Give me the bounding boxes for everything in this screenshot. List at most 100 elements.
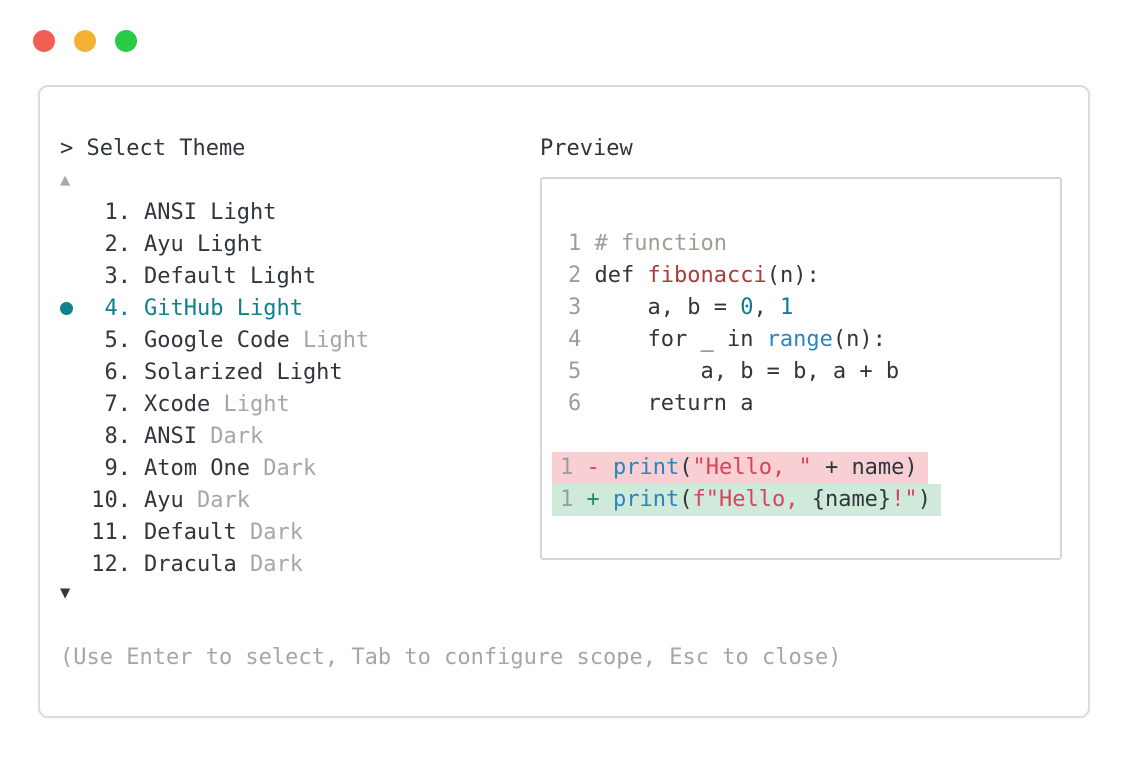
line-number: 1 [560,487,587,512]
theme-item-label: Default Light [144,263,317,289]
code-line: 2 def fibonacci(n): [568,260,1060,292]
theme-list-item[interactable]: 5.Google Code Light [60,324,370,356]
code-token: print [613,455,680,480]
theme-list-item[interactable]: 8. ANSI Dark [60,420,369,452]
code-token: 0 [740,295,754,320]
theme-item-label: ANSI Light [144,199,277,225]
footer-hint: (Use Enter to select, Tab to configure s… [60,645,842,670]
theme-item-label: Ayu Light [144,231,264,257]
theme-item-number: 5. [104,327,132,353]
theme-item-variant-label: Dark [249,519,303,545]
code-token: !" [891,487,918,512]
close-button[interactable] [33,30,55,52]
theme-item-number: 9. [104,455,132,481]
diff-row: 1 - print("Hello, " + name) [552,452,1060,484]
theme-item-variant-label: Light [302,327,370,353]
theme-list-item[interactable]: 1. ANSI Light [60,196,369,228]
theme-list-item[interactable]: 9.Atom One Dark [60,452,369,484]
theme-item-number: 11. [91,519,131,545]
code-token: , [753,295,780,320]
theme-list-item[interactable]: 3. Default Light [60,260,369,292]
selected-dot-icon [60,301,73,315]
theme-item-number: 6. [104,359,132,385]
code-token: ( [679,455,693,480]
line-number: 5 [568,359,595,384]
line-number: 1 [568,231,595,256]
code-line: 3 a, b = 0, 1 [568,292,1060,324]
code-token: f"Hello, [692,487,812,512]
theme-item-variant-label: Light [223,391,290,417]
theme-item-label: ANSI Dark [144,423,264,449]
theme-item-number: 10. [91,487,131,513]
theme-list: 1. ANSI Light 2. Ayu Light 3. Default Light 4.… [60,196,369,580]
theme-item-label: Dracula Dark [144,551,303,577]
theme-list-item[interactable]: 12. Dracula Dark [60,548,369,580]
code-token: 1 [779,295,794,320]
code-token: + name) [811,455,918,480]
code-token: ( [679,487,693,512]
code-token: return a [594,391,754,416]
theme-item-number: 3. [104,263,132,289]
code-token: for _ in [594,327,767,352]
code-token: a, b = [594,295,741,320]
theme-item-number: 4. [104,295,132,321]
theme-item-label: Ayu Dark [144,487,250,513]
theme-item-label: GitHub Light [144,295,303,321]
theme-item-variant-label: Dark [196,487,250,513]
theme-picker-window: > Select Theme ▲ 1. ANSI Light 2. Ayu Light… [38,85,1090,718]
theme-item-label: Xcode Light [144,391,290,417]
scroll-down-indicator-icon[interactable]: ▼ [60,583,71,603]
window-controls [33,30,137,52]
code-token: (n): [766,263,820,288]
code-line: 4 for _ in range(n): [568,324,1060,356]
code-token: {name} [811,487,892,512]
code-token: # function [594,231,727,256]
theme-item-number: 1. [104,199,132,225]
theme-list-item[interactable]: 10. Ayu Dark [60,484,369,516]
theme-item-variant-label: Dark [263,455,317,481]
selection-indicator-slot [60,301,90,315]
code-line: 1 # function [568,228,1060,260]
code-token: (n): [832,327,886,352]
code-token: print [613,487,680,512]
code-line: 5 a, b = b, a + b [568,356,1060,388]
theme-item-number: 7. [104,391,132,417]
code-token: def [594,263,648,288]
theme-list-item[interactable]: 6. Solarized Light [60,356,369,388]
code-line: 6 return a [568,388,1060,420]
code-token: + [586,487,613,512]
theme-item-variant-label: Dark [249,551,303,577]
code-token: "Hello, " [692,455,812,480]
line-number: 4 [568,327,595,352]
theme-item-label: Solarized Light [144,359,343,385]
diff-line-added: 1 + print(f"Hello, {name}!") [552,484,941,516]
preview-label: Preview [540,136,633,161]
theme-item-label: Default Dark [144,519,303,545]
line-number: 3 [568,295,595,320]
code-token: ) [917,487,931,512]
code-token: range [766,327,833,352]
theme-list-item[interactable]: 2. Ayu Light [60,228,369,260]
theme-item-number: 2. [104,231,132,257]
theme-list-item[interactable]: 4. GitHub Light [60,292,369,324]
theme-item-number: 12. [91,551,131,577]
theme-list-item[interactable]: 7. Xcode Light [60,388,369,420]
theme-list-item[interactable]: 11. Default Dark [60,516,369,548]
code-token: - [586,455,613,480]
picker-title: > Select Theme [60,136,246,161]
code-token: a, b = b, a + b [594,359,900,384]
code-token: fibonacci [647,263,767,288]
diff-line-removed: 1 - print("Hello, " + name) [552,452,928,484]
line-number: 2 [568,263,595,288]
zoom-button[interactable] [115,30,137,52]
line-number: 1 [560,455,587,480]
theme-item-number: 8. [104,423,132,449]
diff-row: 1 + print(f"Hello, {name}!") [552,484,1060,516]
scroll-up-indicator-icon[interactable]: ▲ [60,170,71,190]
blank-line [568,420,1060,452]
minimize-button[interactable] [74,30,96,52]
line-number: 6 [568,391,595,416]
